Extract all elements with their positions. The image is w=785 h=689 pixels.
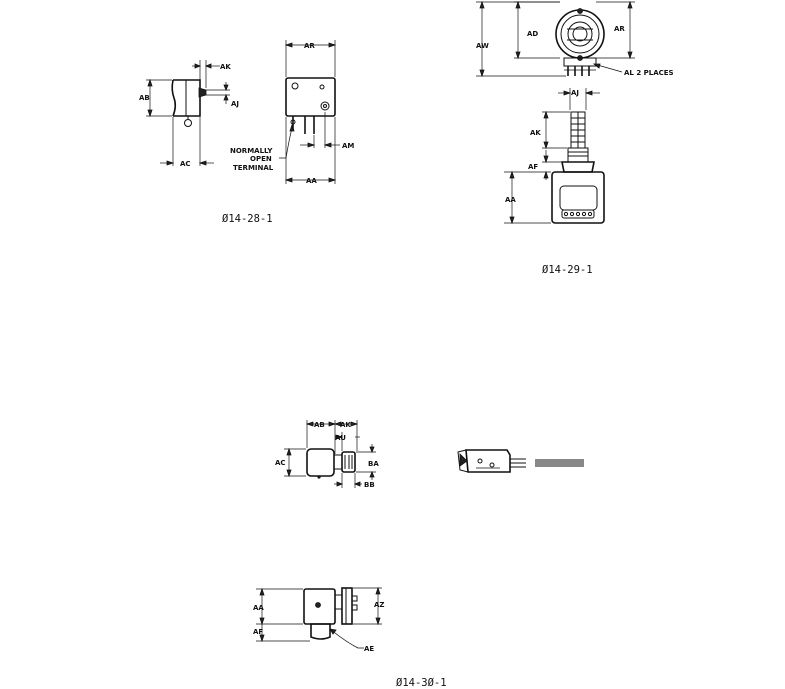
label-ab: AB bbox=[139, 94, 150, 102]
label-ad: AD bbox=[527, 30, 538, 38]
label-ak-3: AK bbox=[340, 421, 351, 429]
figure-014-29-1: AW AD AR AL 2 PLACES AJ bbox=[476, 0, 674, 276]
label-ac-3: AC bbox=[275, 459, 286, 467]
caption-014-28-1: Ø14-28-1 bbox=[222, 213, 273, 225]
figure-014-30-1: AB AK AU AC BA BB bbox=[253, 420, 584, 689]
figure-014-28-1: AB AC AK AJ bbox=[139, 40, 354, 225]
label-ak: AK bbox=[220, 63, 231, 71]
label-aa-pot: AA bbox=[505, 196, 516, 204]
label-al-2-places: AL 2 PLACES bbox=[624, 69, 674, 77]
label-ac: AC bbox=[180, 160, 191, 168]
pot-top-view bbox=[555, 8, 605, 76]
label-aj: AJ bbox=[231, 100, 239, 108]
label-aa-3: AA bbox=[253, 604, 264, 612]
caption-014-30-1: Ø14-3Ø-1 bbox=[396, 677, 447, 689]
label-ar: AR bbox=[304, 42, 315, 50]
label-ak-pot: AK bbox=[530, 129, 541, 137]
caption-014-29-1: Ø14-29-1 bbox=[542, 264, 593, 276]
switch-front-view bbox=[285, 77, 336, 134]
label-au: AU bbox=[335, 434, 346, 442]
label-ae: AE bbox=[364, 645, 374, 653]
label-aa: AA bbox=[306, 177, 317, 185]
label-az: AZ bbox=[374, 601, 385, 609]
label-ab-3: AB bbox=[314, 421, 325, 429]
note-normally-open-terminal-1: NORMALLY bbox=[230, 147, 273, 155]
switch-front-view-3 bbox=[303, 587, 358, 640]
label-aj-pot: AJ bbox=[571, 89, 579, 97]
switch-side-view bbox=[171, 79, 207, 127]
label-ar-pot: AR bbox=[614, 25, 625, 33]
pot-side-view bbox=[551, 111, 605, 224]
switch-perspective-view bbox=[457, 449, 584, 473]
label-af-3: AF bbox=[253, 628, 263, 636]
label-ba: BA bbox=[368, 460, 379, 468]
note-normally-open-terminal-2: OPEN bbox=[250, 155, 272, 163]
label-aw: AW bbox=[476, 42, 489, 50]
label-af-pot: AF bbox=[528, 163, 538, 171]
label-bb: BB bbox=[364, 481, 375, 489]
switch-top-view bbox=[306, 448, 356, 479]
note-normally-open-terminal-3: TERMINAL bbox=[233, 164, 274, 172]
label-am: AM bbox=[342, 142, 354, 150]
